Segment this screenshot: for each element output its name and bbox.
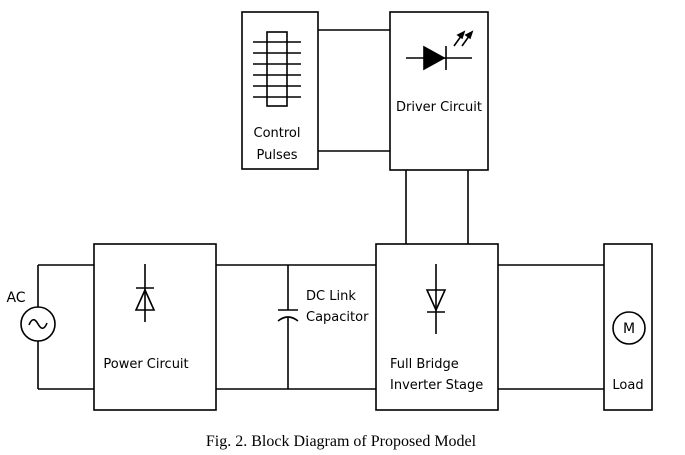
driver-circuit-label: Driver Circuit	[396, 100, 482, 115]
load-label: Load	[612, 378, 643, 393]
dc-link-label-1: DC Link	[306, 289, 356, 304]
ic-chip-icon	[253, 31, 301, 107]
capacitor-icon	[277, 309, 299, 322]
led-diode-icon	[406, 30, 474, 71]
power-circuit-block	[93, 243, 217, 411]
motor-icon	[612, 311, 646, 345]
wires	[37, 29, 604, 390]
control-pulses-label-1: Control	[254, 126, 301, 141]
diode-icon	[134, 264, 156, 322]
figure-caption: Fig. 2. Block Diagram of Proposed Model	[206, 433, 477, 450]
ac-label: AC	[6, 290, 25, 306]
diode-icon	[425, 264, 447, 334]
control-pulses-block	[241, 11, 319, 170]
inverter-label-1: Full Bridge	[390, 357, 459, 372]
driver-circuit-block	[389, 11, 489, 171]
dc-link-label-2: Capacitor	[306, 310, 369, 325]
inverter-label-2: Inverter Stage	[390, 378, 483, 393]
load-block	[603, 243, 653, 411]
ac-source-icon	[20, 306, 56, 342]
motor-label: M	[623, 321, 635, 337]
control-pulses-label-2: Pulses	[256, 148, 297, 163]
power-circuit-label: Power Circuit	[103, 357, 188, 372]
inverter-block	[375, 243, 499, 411]
